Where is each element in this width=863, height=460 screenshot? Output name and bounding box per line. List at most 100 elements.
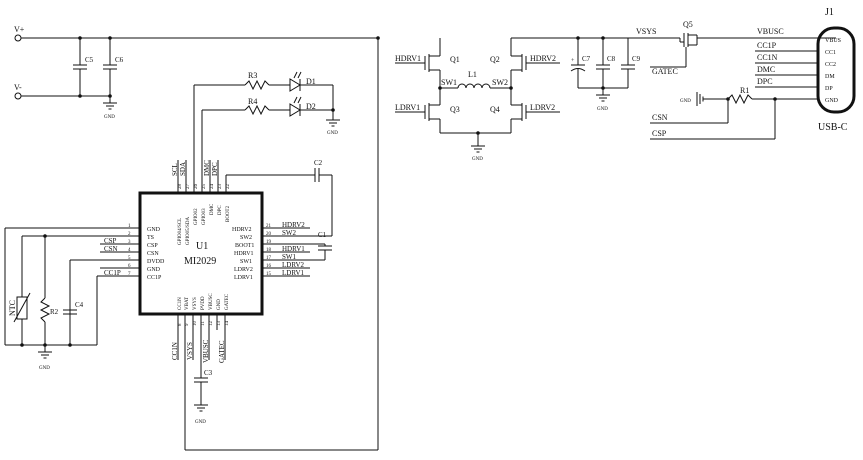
svg-text:CSN: CSN bbox=[104, 245, 118, 253]
svg-text:GATEC: GATEC bbox=[218, 340, 226, 363]
svg-text:17: 17 bbox=[266, 256, 272, 261]
j1-body bbox=[816, 26, 856, 114]
svg-text:+: + bbox=[571, 58, 575, 64]
svg-text:BOOT1: BOOT1 bbox=[235, 243, 254, 249]
l1-label: L1 bbox=[468, 70, 477, 79]
r4-label: R4 bbox=[248, 97, 257, 106]
ntc-network: NTC R2 C4 GND bbox=[4, 227, 100, 371]
svg-text:GPIO02: GPIO02 bbox=[194, 208, 199, 225]
svg-text:CSP: CSP bbox=[147, 243, 158, 249]
svg-text:DMC: DMC bbox=[203, 160, 211, 176]
q2-gate-net: HDRV2 bbox=[530, 54, 556, 63]
ntc-label: NTC bbox=[8, 300, 17, 316]
r1-label: R1 bbox=[740, 86, 749, 95]
svg-text:13: 13 bbox=[217, 321, 222, 327]
svg-text:LDRV1: LDRV1 bbox=[234, 275, 253, 281]
q3-gate-net: LDRV1 bbox=[395, 103, 420, 112]
svg-text:SW2: SW2 bbox=[240, 235, 252, 241]
output-caps: C7 + C8 C9 GND VSYS bbox=[570, 27, 656, 112]
vminus-label: V- bbox=[14, 83, 22, 92]
svg-text:DVDD: DVDD bbox=[147, 259, 165, 265]
q1-label: Q1 bbox=[450, 55, 460, 64]
c1-label: C1 bbox=[318, 231, 327, 239]
svg-text:VSYS: VSYS bbox=[186, 342, 194, 360]
svg-text:VSYS: VSYS bbox=[193, 297, 198, 310]
svg-text:GND: GND bbox=[680, 99, 691, 104]
svg-text:DPC: DPC bbox=[218, 205, 223, 215]
svg-text:TS: TS bbox=[147, 235, 154, 241]
svg-text:18: 18 bbox=[266, 248, 272, 253]
svg-text:CC1: CC1 bbox=[825, 50, 836, 56]
svg-text:VBAT: VBAT bbox=[185, 297, 190, 310]
input-rails: V+ V- bbox=[14, 25, 380, 100]
svg-text:GND: GND bbox=[472, 157, 483, 162]
q5-label: Q5 bbox=[683, 20, 693, 29]
csp-net-label: CSP bbox=[652, 129, 667, 138]
svg-text:28: 28 bbox=[178, 184, 183, 190]
svg-text:SW1: SW1 bbox=[240, 259, 252, 265]
svg-text:7: 7 bbox=[128, 272, 131, 277]
svg-text:26: 26 bbox=[194, 184, 199, 190]
c8-label: C8 bbox=[607, 55, 616, 63]
svg-text:SW2: SW2 bbox=[282, 229, 297, 237]
capacitor-c2: C2 bbox=[226, 159, 333, 237]
svg-text:4: 4 bbox=[128, 248, 131, 253]
q5-gate-net: GATEC bbox=[652, 67, 678, 76]
svg-text:GND: GND bbox=[217, 299, 222, 310]
svg-text:20: 20 bbox=[266, 232, 272, 237]
svg-text:GPIO03: GPIO03 bbox=[202, 208, 207, 225]
ic-bottom-pins: 8 CC1N CC1N 9 VBAT 10 VSYS VSYS 11 PVDD … bbox=[171, 293, 230, 378]
svg-text:1: 1 bbox=[128, 224, 131, 229]
svg-text:25: 25 bbox=[202, 184, 207, 190]
svg-text:24: 24 bbox=[210, 184, 215, 190]
svg-text:VBUS: VBUS bbox=[825, 38, 841, 44]
capacitor-c5: C5 bbox=[73, 38, 94, 96]
svg-text:16: 16 bbox=[266, 264, 272, 269]
vplus-terminal bbox=[14, 34, 22, 42]
svg-text:DMC: DMC bbox=[210, 203, 215, 215]
svg-text:21: 21 bbox=[266, 224, 272, 229]
cc1n-net-label: CC1N bbox=[757, 53, 778, 62]
j1-type: USB-C bbox=[818, 122, 848, 133]
c2-label: C2 bbox=[314, 159, 323, 167]
l1-sw2-label: SW2 bbox=[492, 78, 508, 87]
svg-text:LDRV2: LDRV2 bbox=[282, 261, 304, 269]
svg-text:GND: GND bbox=[39, 366, 50, 371]
ground-symbol: GND bbox=[103, 102, 117, 120]
sense-resistor-r1: GND R1 CSN CSP bbox=[650, 86, 818, 140]
vbus-loop-wire bbox=[184, 38, 379, 451]
ic-top-pins: 28 GPIO04/SCL SCL 27 GPIO05/SDA SDA 26 G… bbox=[171, 160, 231, 245]
ic-ref: U1 bbox=[196, 241, 208, 252]
svg-text:GATEC: GATEC bbox=[225, 293, 230, 310]
r3-label: R3 bbox=[248, 71, 257, 80]
svg-text:BOOT2: BOOT2 bbox=[226, 205, 231, 222]
svg-text:CC1P: CC1P bbox=[104, 269, 121, 277]
ic-left-pins: 1 GND 2 TS 3 CSP CSP 4 CSN CSN 5 DVDD 6 … bbox=[100, 224, 165, 281]
svg-text:CC1N: CC1N bbox=[171, 342, 179, 360]
q4-gate-net: LDRV2 bbox=[530, 103, 555, 112]
capacitor-c1: C1 bbox=[310, 231, 332, 261]
svg-text:CSN: CSN bbox=[147, 251, 159, 257]
cc1p-net-label: CC1P bbox=[757, 41, 777, 50]
svg-text:6: 6 bbox=[128, 264, 131, 269]
svg-text:PVDD: PVDD bbox=[201, 296, 206, 310]
svg-text:22: 22 bbox=[226, 184, 231, 190]
usb-c-connector: J1 USB-C VBUS CC1 CC2 DM DP GND VBUSC CC… bbox=[755, 7, 856, 133]
svg-text:19: 19 bbox=[266, 240, 272, 245]
svg-text:CC1N: CC1N bbox=[178, 297, 183, 310]
q4-label: Q4 bbox=[490, 105, 500, 114]
svg-text:HDRV2: HDRV2 bbox=[282, 221, 305, 229]
c7-label: C7 bbox=[582, 55, 591, 63]
capacitor-c3: C3 GND bbox=[194, 369, 213, 425]
svg-text:GPIO05/SDA: GPIO05/SDA bbox=[186, 217, 191, 245]
mosfet-q5: Q5 GATEC bbox=[650, 20, 836, 76]
svg-text:DPC: DPC bbox=[211, 162, 219, 176]
svg-text:HDRV1: HDRV1 bbox=[282, 245, 305, 253]
q1-gate-net: HDRV1 bbox=[395, 54, 421, 63]
svg-text:10: 10 bbox=[193, 321, 198, 327]
svg-text:SW1: SW1 bbox=[282, 253, 297, 261]
svg-text:5: 5 bbox=[128, 256, 131, 261]
svg-text:GND: GND bbox=[147, 227, 161, 233]
svg-text:2: 2 bbox=[128, 232, 131, 237]
ic-right-pins: 21 HDRV2 HDRV2 20 SW2 SW2 19 BOOT1 18 HD… bbox=[232, 221, 325, 281]
